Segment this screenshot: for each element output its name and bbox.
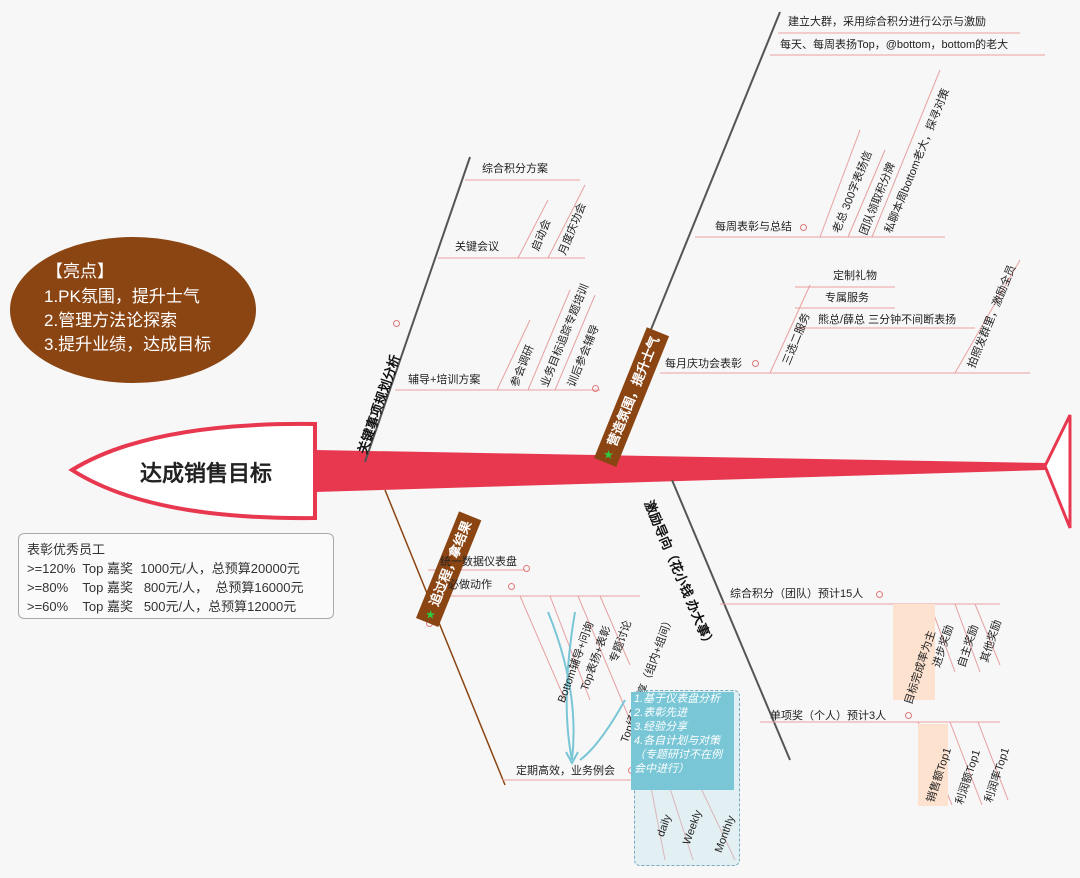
node-training-plan[interactable]: 辅导+培训方案 [408,374,481,386]
praise-line: >=60% Top 嘉奖 500元/人，总预算12000元 [27,599,297,614]
node-custom-gift[interactable]: 定制礼物 [833,270,877,282]
note-line: （专题研讨不在例 [634,749,722,761]
note-line: 4.各自计划与对策 [634,735,721,747]
praise-title: 表彰优秀员工 [27,542,106,557]
node-monthly-praise[interactable]: 每月庆功会表彰 [665,358,742,370]
praise-line: >=80% Top 嘉奖 800元/人， 总预算16000元 [27,580,304,595]
node-dashboard[interactable]: 统一数据仪表盘 [440,556,517,568]
star-icon: ★ [599,447,617,463]
meeting-note: 1.基于仪表盘分析 2.表彰先进 3.经验分享 4.各自计划与对策 （专题研讨不… [631,692,734,790]
praise-line: >=120% Top 嘉奖 1000元/人，总预算20000元 [27,561,300,576]
note-line: 会中进行） [634,763,689,775]
node-key-meeting[interactable]: 关键会议 [455,241,499,253]
node-team-points[interactable]: 综合积分（团队）预计15人 [730,588,864,600]
node-daily-top[interactable]: 每天、每周表扬Top，@bottom，bottom的老大 [780,39,1009,51]
highlight-ellipse: 【亮点】 1.PK氛围，提升士气 2.管理方法论探索 3.提升业绩，达成目标 [10,237,256,383]
highlight-item: 2.管理方法论探索 [44,311,178,330]
fish-spine [315,450,1045,492]
note-line: 3.经验分享 [634,721,688,733]
collapse-dot-icon[interactable] [800,224,807,231]
highlight-item: 3.提升业绩，达成目标 [44,335,212,354]
node-nonstop-praise[interactable]: 熊总/薛总 三分钟不间断表扬 [818,314,957,326]
collapse-dot-icon[interactable] [393,320,400,327]
praise-box: 表彰优秀员工 >=120% Top 嘉奖 1000元/人，总预算20000元 >… [18,533,334,619]
node-single-award[interactable]: 单项奖（个人）预计3人 [770,710,887,722]
collapse-dot-icon[interactable] [876,591,883,598]
star-icon: ★ [421,607,439,623]
collapse-dot-icon[interactable] [508,583,515,590]
node-exclusive-service[interactable]: 专属服务 [825,292,869,304]
collapse-dot-icon[interactable] [905,712,912,719]
collapse-dot-icon[interactable] [523,565,530,572]
pink-block [893,604,935,700]
collapse-dot-icon[interactable] [592,385,599,392]
node-weekly-praise[interactable]: 每周表彰与总结 [715,221,792,233]
highlight-item: 1.PK氛围，提升士气 [44,287,200,306]
node-big-group[interactable]: 建立大群，采用综合积分进行公示与激励 [788,16,986,28]
node-must-do[interactable]: 必做动作 [448,579,492,591]
note-line: 2.表彰先进 [634,707,688,719]
node-points-plan[interactable]: 综合积分方案 [482,163,548,175]
pink-block [918,724,948,806]
node-business-meeting[interactable]: 定期高效，业务例会 [516,765,615,777]
fish-tail [1043,414,1072,529]
note-line: 1.基于仪表盘分析 [634,693,721,705]
center-title: 达成销售目标 [140,461,273,486]
highlight-heading: 【亮点】 [46,262,114,281]
collapse-dot-icon[interactable] [752,360,759,367]
